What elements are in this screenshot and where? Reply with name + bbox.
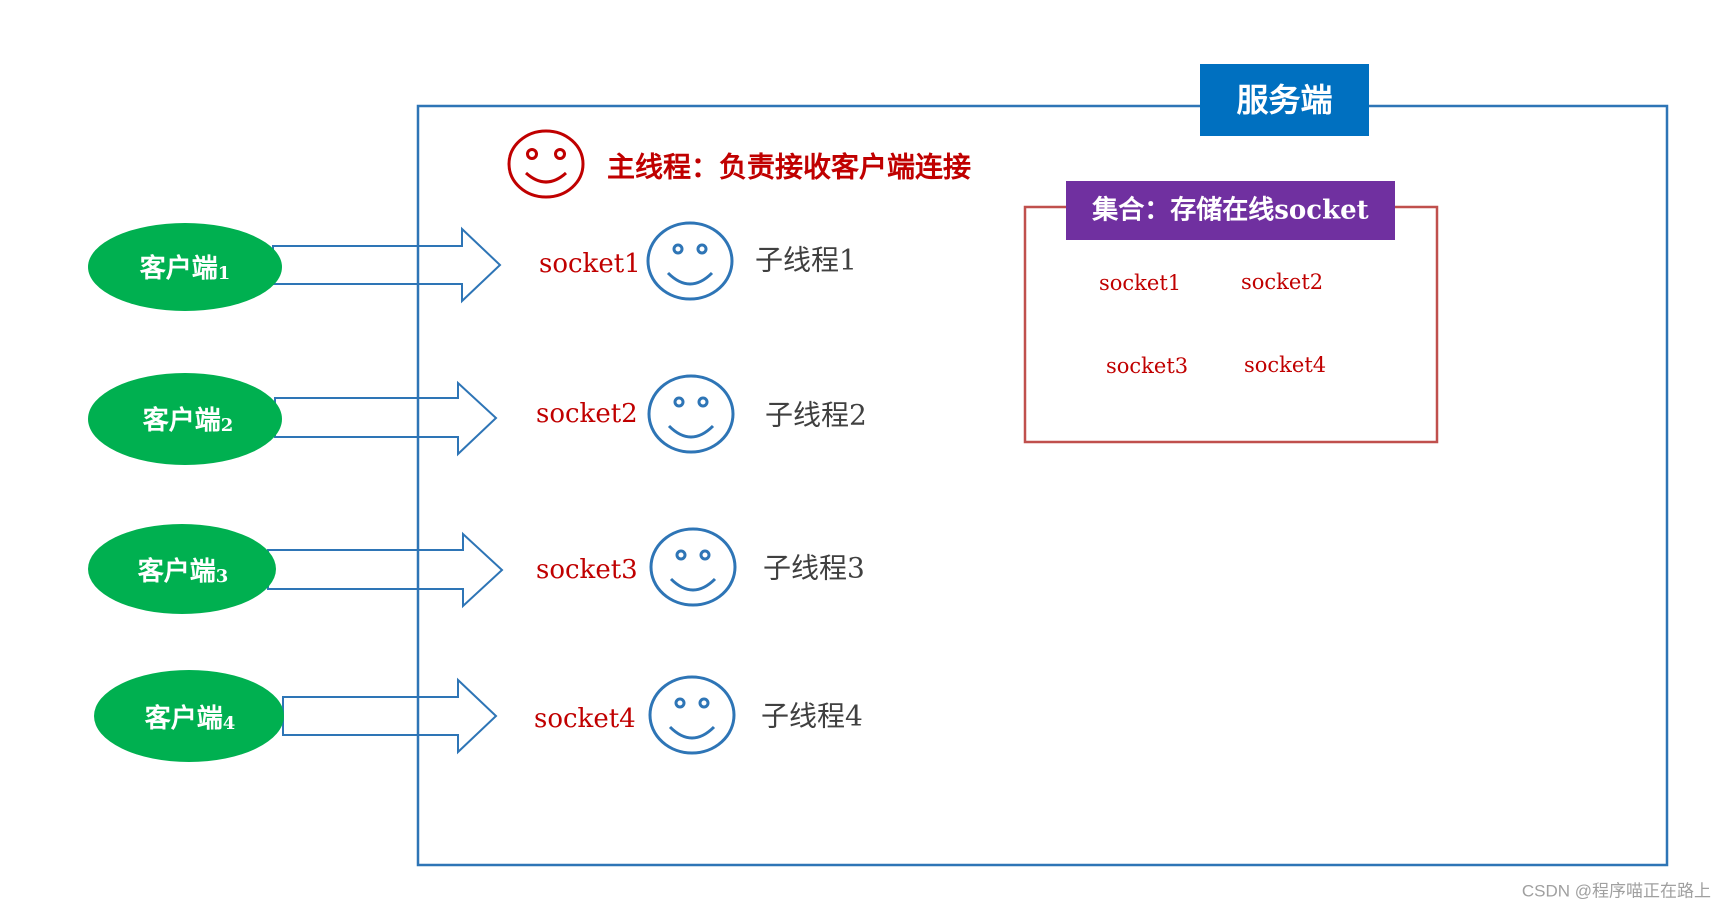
client-1-node bbox=[88, 223, 282, 311]
worker-thread-3-smiley-icon bbox=[649, 527, 737, 607]
server-container bbox=[416, 104, 1669, 867]
socket-collection-box bbox=[1023, 205, 1439, 444]
client-4-socket-label: socket4 bbox=[534, 704, 636, 734]
socket-collection-title-background bbox=[1066, 181, 1395, 240]
client-2-socket-label: socket2 bbox=[536, 399, 638, 429]
collection-item: socket1 bbox=[1099, 271, 1181, 295]
server-title: 服务端 bbox=[1236, 81, 1332, 119]
client-3: 客户端3 bbox=[88, 524, 276, 614]
worker-thread-1-smiley-icon bbox=[646, 221, 734, 301]
client-2-label: 客户端2 bbox=[143, 405, 234, 436]
client-1-socket-label: socket1 bbox=[539, 249, 641, 279]
collection-item: socket4 bbox=[1244, 353, 1326, 377]
collection-item: socket2 bbox=[1241, 270, 1323, 294]
client-4-node bbox=[94, 670, 284, 762]
socket-collection: 集合：存储在线socket socket1 socket2 socket3 so… bbox=[1023, 181, 1439, 444]
client-3-node bbox=[88, 524, 276, 614]
worker-thread-4-smiley-icon bbox=[648, 675, 736, 755]
client-4: 客户端4 bbox=[94, 670, 284, 762]
client-1-arrow-icon bbox=[272, 226, 502, 304]
worker-thread-4-label: 子线程4 bbox=[761, 700, 863, 733]
worker-thread-1-label: 子线程1 bbox=[755, 244, 857, 277]
client-3-label: 客户端3 bbox=[138, 556, 229, 587]
client-2-node bbox=[88, 373, 282, 465]
client-4-name: 客户端 bbox=[145, 703, 223, 734]
client-3-index: 3 bbox=[216, 566, 229, 587]
worker-thread-3-label: 子线程3 bbox=[763, 552, 865, 585]
client-3-name: 客户端 bbox=[138, 556, 216, 587]
client-3-socket-label: socket3 bbox=[536, 555, 638, 585]
collection-item: socket3 bbox=[1106, 354, 1188, 378]
client-2-name: 客户端 bbox=[143, 405, 221, 436]
client-2-arrow-icon bbox=[274, 380, 498, 457]
worker-thread-2-smiley-icon bbox=[647, 374, 735, 454]
client-4-label: 客户端4 bbox=[145, 703, 236, 734]
client-1: 客户端1 bbox=[88, 223, 282, 311]
worker-thread-2-label: 子线程2 bbox=[765, 399, 867, 432]
server-title-background bbox=[1200, 64, 1369, 136]
server-title-badge: 服务端 bbox=[1200, 64, 1369, 136]
client-2: 客户端2 bbox=[88, 373, 282, 465]
client-1-index: 1 bbox=[218, 263, 231, 284]
connection-arrows bbox=[267, 226, 504, 755]
client-4-index: 4 bbox=[223, 713, 236, 734]
main-thread-smiley-icon bbox=[507, 129, 585, 199]
socket-collection-title: 集合：存储在线socket bbox=[1091, 195, 1368, 226]
client-1-name: 客户端 bbox=[140, 253, 218, 284]
main-thread-label: 主线程：负责接收客户端连接 bbox=[607, 151, 971, 184]
client-3-arrow-icon bbox=[267, 531, 504, 609]
client-2-index: 2 bbox=[221, 415, 234, 436]
watermark: CSDN @程序喵正在路上 bbox=[1522, 882, 1711, 901]
client-4-arrow-icon bbox=[282, 677, 498, 755]
client-1-label: 客户端1 bbox=[140, 253, 231, 284]
